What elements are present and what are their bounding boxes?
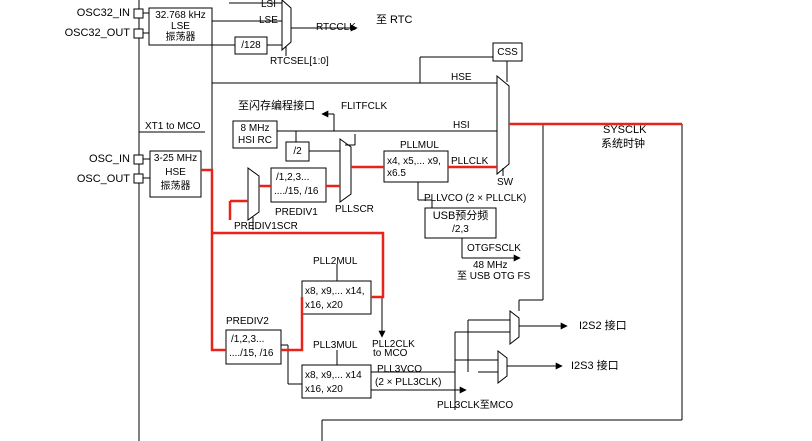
div128-text: /128 <box>241 40 261 51</box>
prediv1-label: PREDIV1 <box>275 207 318 218</box>
prediv2-label: PREDIV2 <box>226 316 269 327</box>
prediv2-box <box>225 329 282 365</box>
osc-in-label: OSC_IN <box>89 153 130 165</box>
hsi-label: HSI <box>453 120 470 131</box>
osc-out-label: OSC_OUT <box>76 173 130 185</box>
prediv1-line1: /1,2,3... <box>276 172 310 183</box>
sw-label: SW <box>497 177 514 188</box>
pllscr-label: PLLSCR <box>335 204 374 215</box>
lsi-label: LSI <box>261 0 277 10</box>
osc-out-pin <box>133 173 144 184</box>
prediv1scr-label: PREDIV1SCR <box>234 221 298 232</box>
lse-oscillator-box <box>148 7 213 46</box>
sysclk-label: SYSCLK <box>603 124 647 136</box>
usb-prescaler-line1: USB预分频 <box>432 210 489 222</box>
pll3clk-mco-label: PLL3CLK至MCO <box>437 400 514 411</box>
hsi-name-text: HSI RC <box>238 135 272 146</box>
prediv1scr-mux <box>247 167 260 221</box>
hse-freq-text: 3-25 MHz <box>153 153 198 164</box>
xt1-mco-label: XT1 to MCO <box>145 121 201 132</box>
lse-label: LSE <box>259 15 278 26</box>
prediv1-line2: ..../15, /16 <box>274 186 319 197</box>
pll2-mult-line1: x8, x9,... x14, <box>305 286 365 297</box>
lse-name-text: LSE <box>171 21 190 32</box>
osc32-in-pin <box>133 8 144 19</box>
pllvco-label: PLLVCO (2 × PLLCLK) <box>424 193 527 204</box>
pll3mul-label: PLL3MUL <box>313 340 358 351</box>
to-rtc-label: 至 RTC <box>376 14 413 26</box>
flitfclk-label: FLITFCLK <box>341 101 388 112</box>
rtcsel-label: RTCSEL[1:0] <box>270 56 329 67</box>
pllscr-mux <box>339 138 352 203</box>
osc32-out-pin <box>133 28 144 39</box>
hse-name-text: HSE <box>165 167 186 178</box>
div2-text: /2 <box>293 146 302 157</box>
pll2mul-label: PLL2MUL <box>313 256 358 267</box>
pll-mult-line1: x4, x5,... x9, <box>387 156 441 167</box>
osc32-in-label: OSC32_IN <box>76 7 130 19</box>
to-mco-label: to MCO <box>373 348 408 359</box>
lse-freq-text: 32.768 kHz <box>155 10 206 21</box>
pll2clk-label: PLL2CLK <box>372 339 415 350</box>
hsi-freq-text: 8 MHz <box>240 123 270 134</box>
pllmul-label: PLLMUL <box>400 140 439 151</box>
otgfsclk-label: OTGFSCLK <box>467 243 521 254</box>
i2s3-label: I2S3 接口 <box>571 360 619 372</box>
css-text: CSS <box>497 47 518 58</box>
pll3mul-box <box>301 364 372 399</box>
to-flash-label: 至闪存编程接口 <box>238 100 315 112</box>
rtc-mux <box>281 0 292 52</box>
pll-mult-line2: x6.5 <box>387 168 406 179</box>
prediv2-line1: /1,2,3... <box>231 334 265 345</box>
pll2-mult-line2: x16, x20 <box>305 300 343 311</box>
lse-osc-text: 振荡器 <box>165 32 196 43</box>
pll2mul-box <box>301 280 372 315</box>
pll3vco-label: PLL3VCO <box>377 364 423 375</box>
sw-mux <box>496 74 510 176</box>
i2s2-label: I2S2 接口 <box>579 320 627 332</box>
osc32-out-label: OSC32_OUT <box>64 27 130 39</box>
sysclk-cn-label: 系统时钟 <box>601 138 645 150</box>
usb-prescaler-box <box>424 207 497 239</box>
osc-in-pin <box>133 154 144 165</box>
prediv1-box <box>270 167 327 203</box>
to-usb-label: 至 USB OTG FS <box>457 271 531 282</box>
pllclk-label: PLLCLK <box>451 156 489 167</box>
freq-48-label: 48 MHz <box>473 260 508 271</box>
i2s2-mux <box>509 309 520 346</box>
active-clock-path <box>201 122 682 352</box>
pll3-mult-line2: x16, x20 <box>305 384 343 395</box>
pll3vco-sub-label: (2 × PLL3CLK) <box>375 377 442 388</box>
hse-oscillator-box <box>149 150 202 198</box>
hse-osc-text: 振荡器 <box>160 181 191 192</box>
hse-label: HSE <box>451 72 472 83</box>
i2s3-mux <box>497 349 508 385</box>
prediv2-line2: ..../15, /16 <box>229 348 274 359</box>
hsi-rc-box <box>232 120 278 149</box>
rtcclk-label: RTCCLK <box>316 22 356 33</box>
pll3-mult-line1: x8, x9,... x14 <box>305 370 362 381</box>
usb-prescaler-line2: /2,3 <box>452 224 469 235</box>
